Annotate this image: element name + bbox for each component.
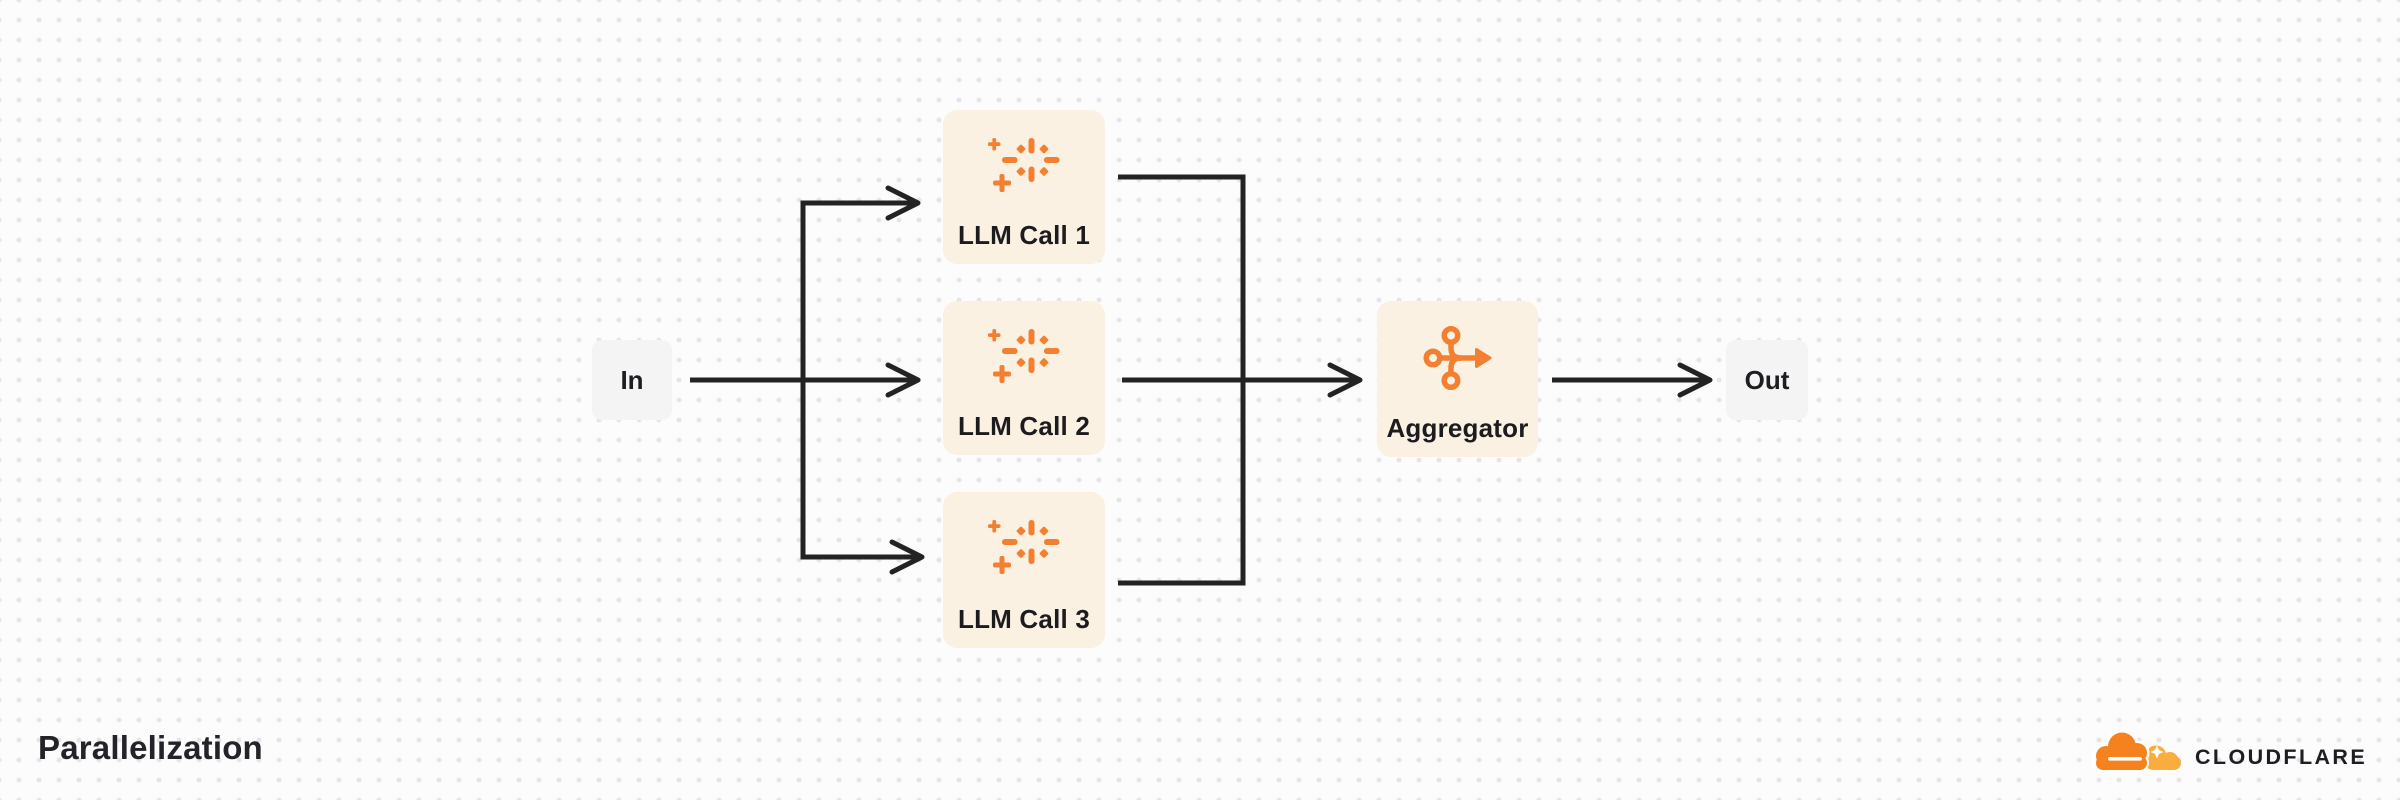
node-in: In — [592, 340, 672, 420]
edge-in-to-llm1 — [800, 185, 921, 380]
node-llm-call-2-label: LLM Call 2 — [957, 411, 1090, 441]
node-aggregator: Aggregator — [1377, 301, 1538, 457]
node-out: Out — [1726, 340, 1808, 420]
node-aggregator-label: Aggregator — [1386, 413, 1529, 443]
node-llm-call-2: LLM Call 2 — [943, 301, 1105, 455]
cloudflare-logo: CLOUDFLARE — [2092, 726, 2367, 773]
cloudflare-cloud-icon — [2092, 727, 2186, 773]
sparkles-icon — [988, 329, 1060, 383]
node-llm-call-1: LLM Call 1 — [943, 110, 1105, 264]
cloudflare-wordmark: CLOUDFLARE — [2195, 744, 2368, 769]
node-in-label: In — [620, 364, 644, 395]
node-llm-call-3-label: LLM Call 3 — [957, 604, 1090, 634]
node-llm-call-1-label: LLM Call 1 — [957, 220, 1090, 250]
page-title: Parallelization — [38, 729, 263, 766]
sparkles-icon — [988, 520, 1060, 574]
sparkles-icon — [988, 138, 1060, 192]
node-llm-call-3: LLM Call 3 — [943, 492, 1105, 648]
edge-in-to-llm3 — [800, 380, 925, 575]
node-out-label: Out — [1744, 364, 1790, 395]
merge-arrow-icon — [1423, 325, 1493, 391]
